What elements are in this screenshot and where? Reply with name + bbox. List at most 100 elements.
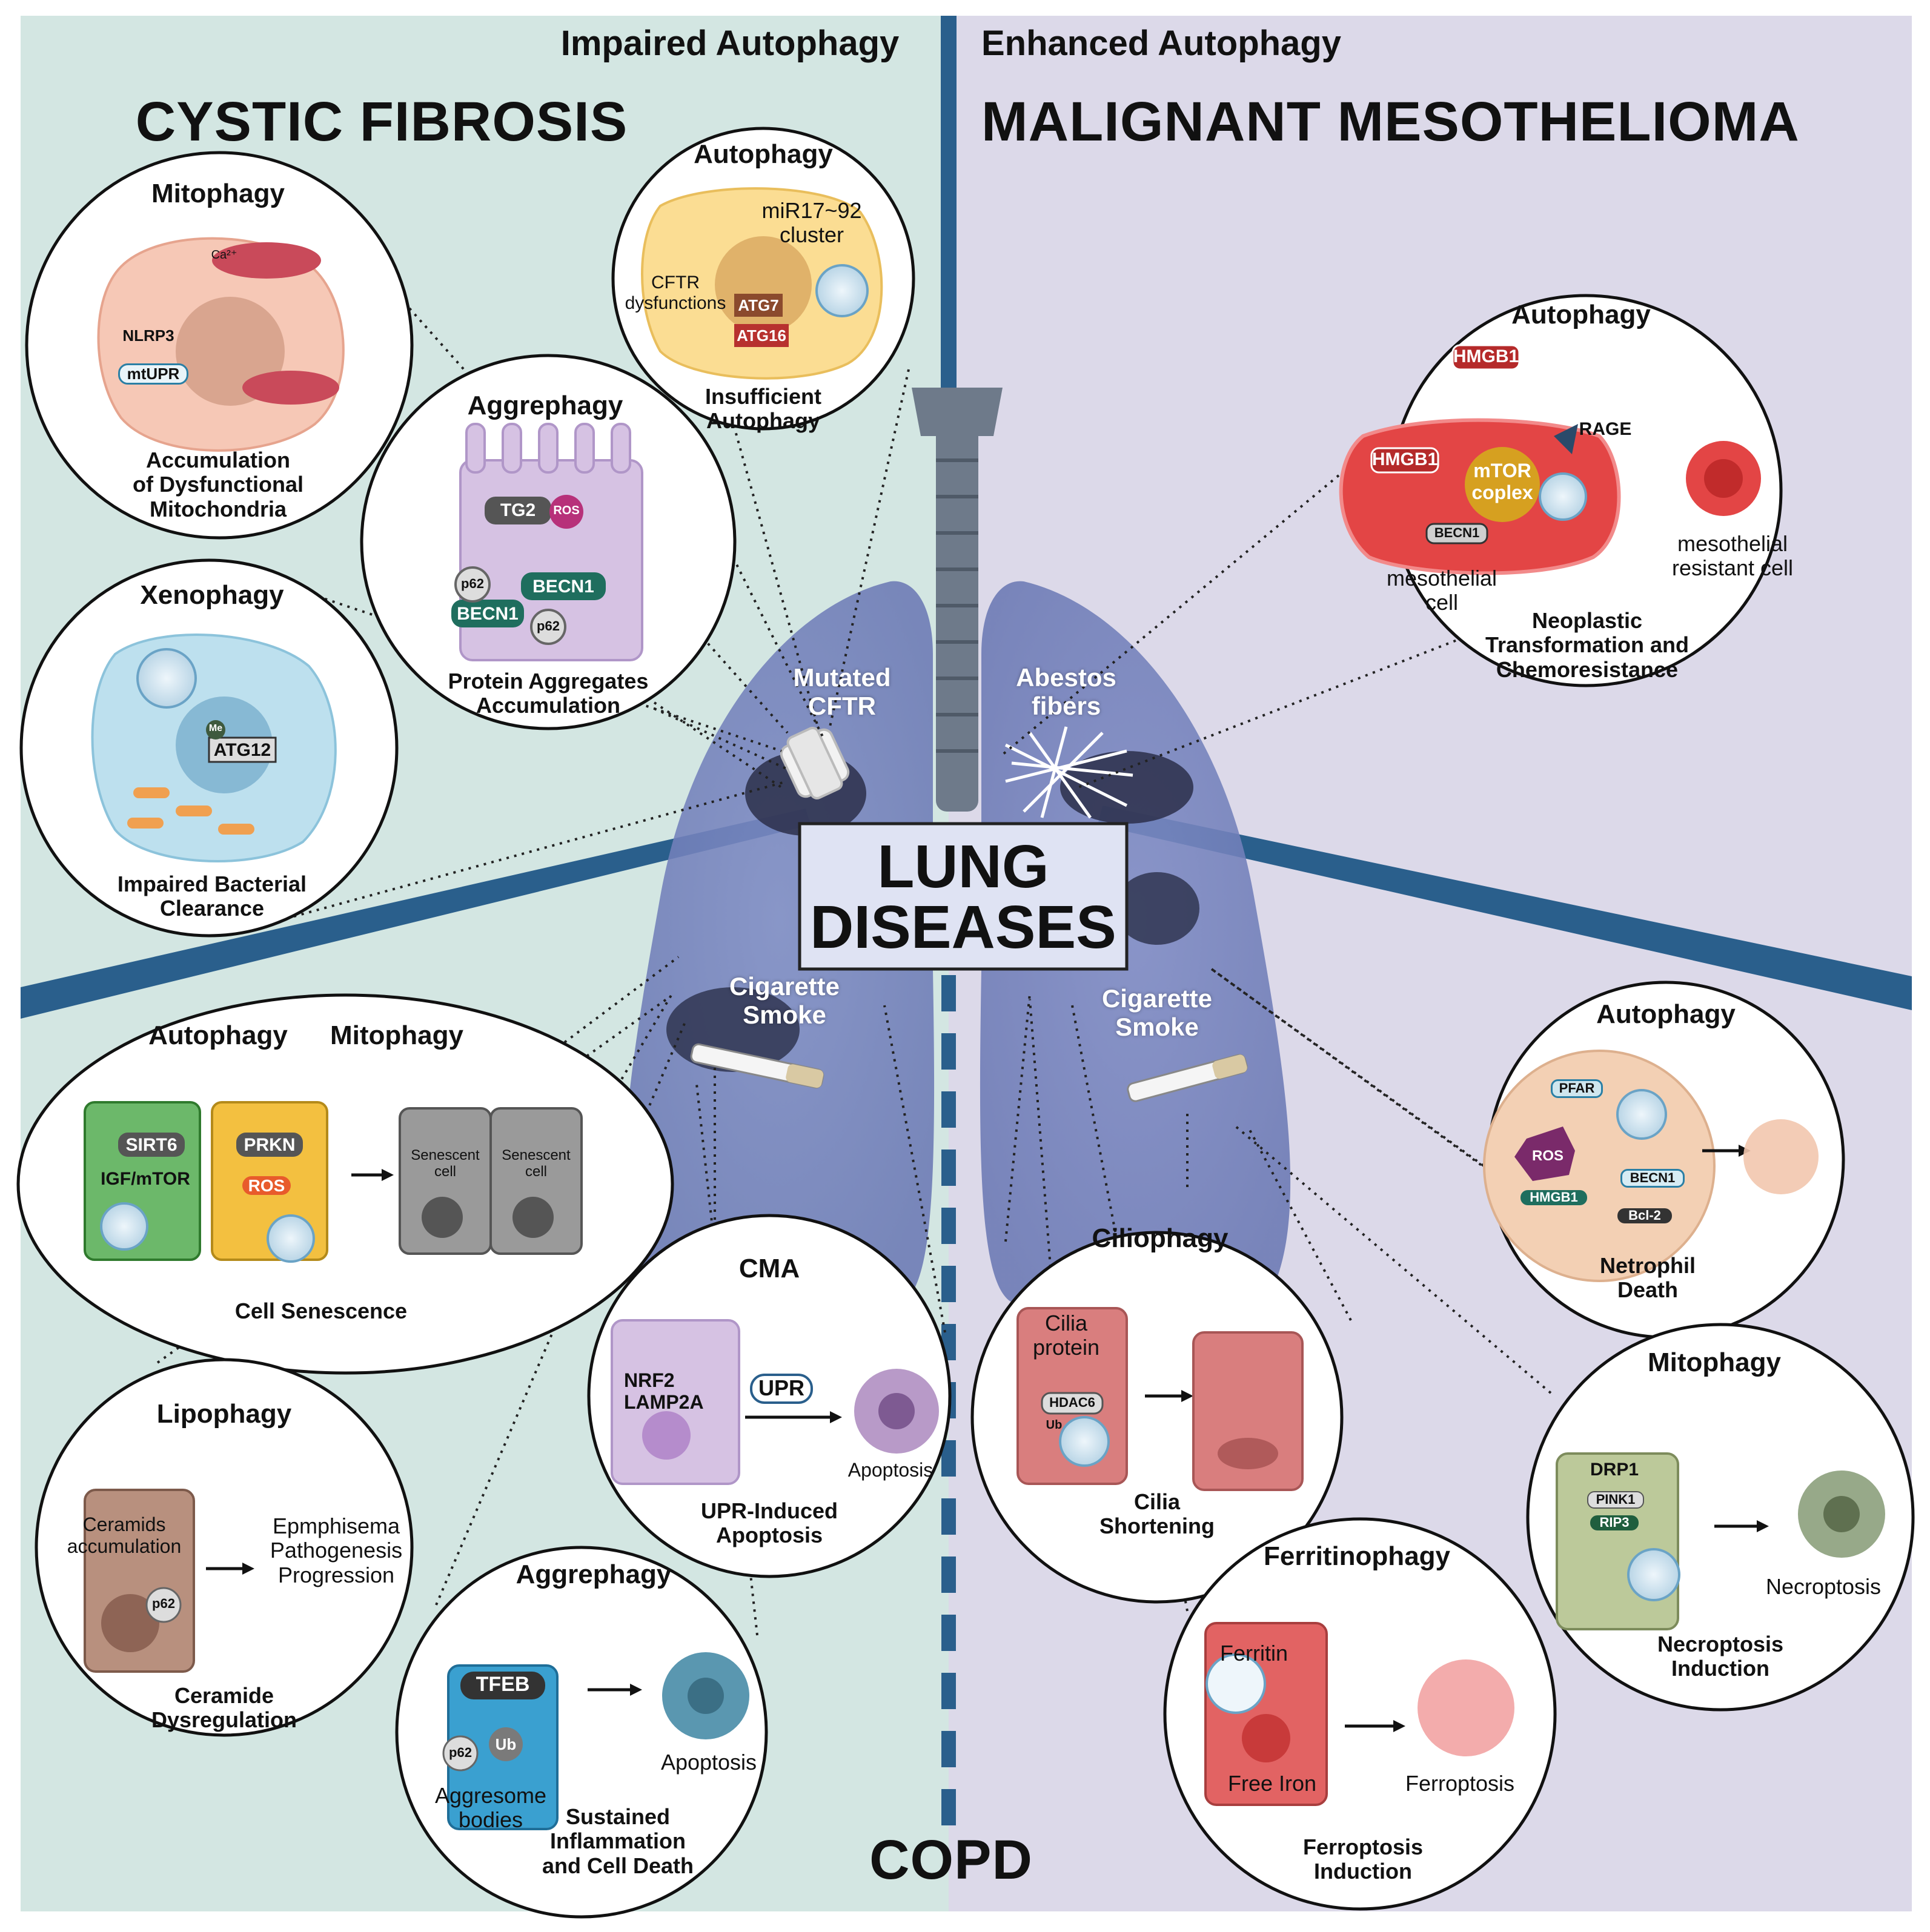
circle-aggrephagy-copd	[395, 1546, 768, 1919]
free-iron-label: Free Iron	[1227, 1771, 1317, 1796]
hmgb1-copd-label: HMGB1	[1520, 1189, 1587, 1205]
ferritinophagy-caption: Ferroptosis Induction	[1302, 1834, 1424, 1884]
ros-copd-label: ROS	[242, 1176, 291, 1196]
autophagy-cf-caption: Insufficient Autophagy	[705, 384, 821, 434]
mesothelial-cell-label: mesothelial cell	[1386, 566, 1497, 615]
senescent-cell-label-a: Senescent cell	[411, 1147, 480, 1180]
ciliophagy-caption: Cilia Shortening	[1099, 1489, 1215, 1539]
enhanced-autophagy-header: Enhanced Autophagy	[981, 24, 1341, 63]
rip3-label: RIP3	[1590, 1515, 1639, 1530]
copd-autophagy-title: Autophagy	[148, 1021, 288, 1050]
hmgb1-top-label: HMGB1	[1453, 346, 1519, 366]
circle-mitophagy-cf	[25, 151, 414, 540]
aggrephagy-cf-title: Aggrephagy	[467, 391, 623, 420]
hmgb1-label: HMGB1	[1371, 449, 1438, 469]
center-title-line1: LUNG	[877, 833, 1049, 901]
diagonal-divider-right	[1098, 806, 1912, 1010]
becn1-mm-label: BECN1	[1434, 525, 1480, 540]
ferritinophagy-title: Ferritinophagy	[1263, 1541, 1451, 1571]
igf-mtor-label: IGF/mTOR	[101, 1169, 190, 1189]
center-box	[798, 822, 1129, 971]
aggrephagy-copd-caption: Sustained Inflammation and Cell Death	[542, 1804, 694, 1878]
ciliophagy-title: Ciliophagy	[1092, 1223, 1229, 1253]
becn1-label: BECN1	[532, 577, 594, 597]
mir-cluster-label: miR17~92 cluster	[761, 198, 862, 248]
senescent-cell-label-b: Senescent cell	[502, 1147, 571, 1180]
mutated-cftr-label: Mutated CFTR	[793, 663, 891, 721]
prkn-label: PRKN	[244, 1135, 296, 1155]
p62-label: p62	[461, 576, 484, 591]
mitophagy-cf-caption: Accumulation of Dysfunctional Mitochondr…	[132, 448, 303, 521]
cilia-protein-label: Cilia protein	[1032, 1311, 1100, 1360]
circle-ferritinophagy	[1163, 1517, 1557, 1911]
p62-lipophagy-label: p62	[152, 1596, 175, 1611]
center-title-line2: DISEASES	[810, 893, 1116, 961]
circle-autophagy-cf	[611, 127, 915, 431]
emphysema-label: Epmphisema Pathogenesis Progression	[270, 1514, 403, 1587]
ceramids-label: Ceramids accumulation	[67, 1514, 182, 1557]
me-label: Me	[208, 723, 223, 733]
circle-autophagy-mm	[1339, 294, 1783, 687]
autophagy-copd-title: Autophagy	[1596, 999, 1736, 1029]
pfar-label: PFAR	[1551, 1079, 1603, 1098]
circle-cma	[587, 1214, 952, 1578]
lungs	[623, 388, 1291, 1333]
hdac6-label: HDAC6	[1049, 1395, 1095, 1410]
cigarette-smoke-right-label: Cigarette Smoke	[1101, 984, 1213, 1042]
ferritin-label: Ferritin	[1219, 1641, 1288, 1666]
ferroptosis-label: Ferroptosis	[1405, 1771, 1515, 1796]
ub-cilio-label: Ub	[1046, 1418, 1063, 1432]
mtupr-label: mtUPR	[118, 363, 188, 385]
autophagy-mm-title: Autophagy	[1511, 300, 1651, 329]
cigarette-left-icon	[690, 1043, 824, 1089]
pink1-label: PINK1	[1587, 1491, 1644, 1509]
mtor-complex-label: mTOR coplex	[1471, 460, 1533, 503]
autophagy-mm-caption: Neoplastic Transformation and Chemoresis…	[1485, 608, 1690, 682]
sirt6-label: SIRT6	[125, 1135, 177, 1155]
ros-copd2-label: ROS	[1531, 1148, 1564, 1164]
mitophagy-cf-title: Mitophagy	[151, 179, 285, 208]
rage-label: RAGE	[1579, 419, 1632, 439]
xenophagy-title: Xenophagy	[140, 580, 284, 610]
asbestos-fibers-icon	[1004, 726, 1133, 819]
nrf2-lamp2a-label: NRF2 LAMP2A	[624, 1369, 704, 1413]
calcium-label: Ca²⁺	[211, 248, 237, 262]
autophagy-cf-title: Autophagy	[694, 139, 833, 169]
cigarette-right-icon	[1127, 1054, 1248, 1102]
asbestos-fibers-label: Abestos fibers	[1016, 663, 1116, 721]
cma-apoptosis-label: Apoptosis	[847, 1459, 933, 1481]
autophagy-copd-caption: Netrophil Death	[1600, 1253, 1696, 1303]
aggresome-label: Aggresome bodies	[434, 1783, 547, 1833]
circle-aggrephagy-cf	[360, 354, 737, 730]
atg7-label: ATG7	[738, 296, 779, 314]
circle-xenophagy-cf	[19, 558, 399, 938]
cftr-channel-icon	[780, 727, 850, 799]
becn1-copd-label: BECN1	[1620, 1169, 1685, 1188]
drp1-label: DRP1	[1590, 1460, 1639, 1480]
cigarette-smoke-left-label: Cigarette Smoke	[729, 972, 840, 1030]
lipophagy-caption: Ceramide Dysregulation	[151, 1683, 297, 1733]
aggrephagy-apoptosis-label: Apoptosis	[660, 1750, 757, 1775]
ros-label: ROS	[553, 504, 580, 517]
becn1-label-b: BECN1	[457, 604, 519, 624]
nlrp3-label: NLRP3	[122, 326, 174, 345]
necroptosis-label: Necroptosis	[1765, 1574, 1882, 1599]
cell-senescence-caption: Cell Senescence	[234, 1298, 408, 1323]
tfeb-label: TFEB	[476, 1673, 530, 1696]
resistant-cell-label: mesothelial resistant cell	[1671, 531, 1794, 581]
cma-caption: UPR-Induced Apoptosis	[700, 1498, 838, 1548]
ub-copd-label: Ub	[495, 1735, 517, 1753]
cf-title: CYSTIC FIBROSIS	[135, 91, 628, 153]
aggrephagy-cf-caption: Protein Aggregates Accumulation	[448, 669, 649, 718]
p62-label-b: p62	[537, 618, 560, 634]
p62-copd-label: p62	[449, 1745, 472, 1760]
circle-lipophagy	[35, 1358, 414, 1737]
diagonal-divider-left	[21, 809, 811, 1019]
mitophagy-copd-title: Mitophagy	[1648, 1348, 1781, 1377]
mm-title: MALIGNANT MESOTHELIOMA	[981, 91, 1800, 153]
lipophagy-title: Lipophagy	[156, 1399, 292, 1429]
cftr-dysfunction-label: CFTR dysfunctions	[625, 273, 726, 313]
atg16-label: ATG16	[737, 326, 786, 345]
copd-title: COPD	[869, 1829, 1033, 1891]
cma-title: CMA	[738, 1254, 800, 1283]
